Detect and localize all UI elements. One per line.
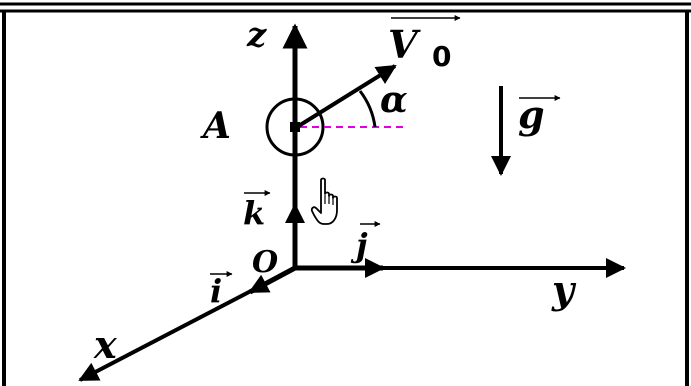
unit-vector-k-label: k (243, 194, 265, 232)
gravity-label: g (518, 92, 545, 137)
unit-vector-i-label: i (210, 272, 222, 310)
unit-vector-i (248, 265, 297, 295)
velocity-subscript: 0 (432, 40, 451, 73)
point-a-marker (290, 122, 300, 132)
angle-alpha-label: α (380, 79, 408, 121)
point-a-circle (265, 97, 325, 157)
z-axis-label: z (246, 15, 267, 55)
initial-velocity-vector (295, 64, 397, 129)
x-axis-label: x (93, 322, 118, 367)
point-a-label: A (200, 105, 231, 147)
velocity-label: V (388, 22, 421, 67)
origin-label: O (252, 245, 278, 280)
unit-vector-j-label: j (350, 226, 368, 264)
hand-pointer-icon (310, 177, 338, 225)
y-axis-label: y (551, 267, 577, 312)
angle-alpha-arc (358, 90, 377, 128)
